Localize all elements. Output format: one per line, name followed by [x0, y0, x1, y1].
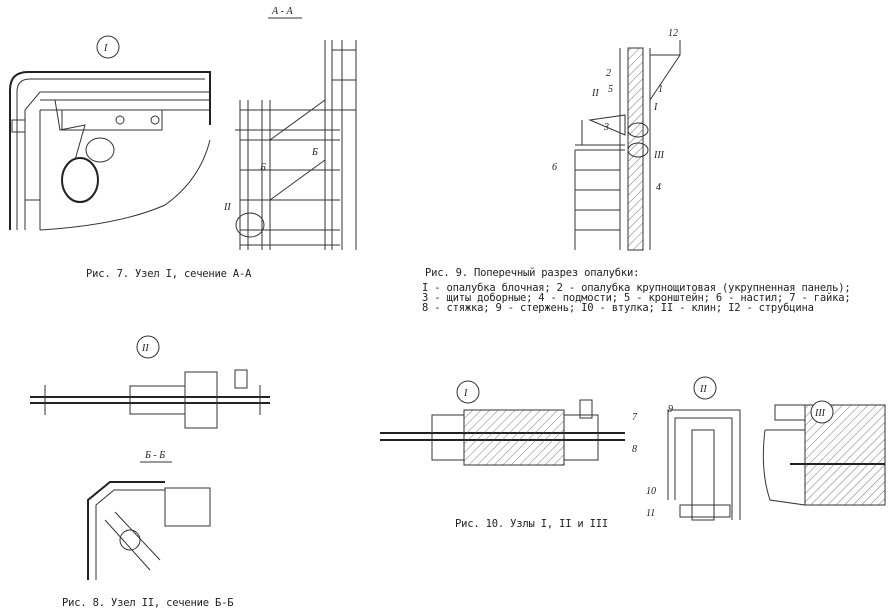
label-11: 11 [646, 508, 655, 519]
label-2: 2 [606, 68, 611, 79]
fig7-section-aa: А - А Б Б II [223, 6, 357, 250]
section-title: А - А [271, 6, 293, 17]
label-10: 10 [646, 486, 656, 497]
label-II: II [591, 88, 599, 99]
node-callout-ellipse [235, 212, 265, 238]
fig9-legend: I - опалубка блочная; 2 - опалубка крупн… [422, 282, 851, 314]
fig9-cross-section: 12 2 1 5 II I 3 III 6 4 [552, 28, 681, 251]
fig9-caption-title: Рис. 9. Поперечный разрез опалубки: [425, 267, 640, 279]
fig10-nodes: I 7 8 II 9 10 11 III [380, 376, 886, 521]
cut-mark-right: Б [311, 147, 318, 158]
label-1: 1 [658, 84, 663, 95]
fig7-node-detail: I [9, 35, 211, 231]
legend-line: 3 - щиты доборные; 4 - подмости; 5 - кро… [422, 292, 851, 304]
label-5: 5 [608, 84, 613, 95]
node3-label: III [814, 408, 826, 419]
legend-line: I - опалубка блочная; 2 - опалубка крупн… [422, 282, 851, 294]
label-I: I [653, 102, 658, 113]
node2-label: II [699, 384, 707, 395]
label-3: 3 [603, 122, 609, 133]
node2-label: II [223, 202, 231, 213]
label-6: 6 [552, 162, 557, 173]
label-8: 8 [632, 444, 637, 455]
label-7: 7 [632, 412, 638, 423]
node1-label: I [463, 388, 468, 399]
fig8-caption: Рис. 8. Узел II, сечение Б-Б [62, 597, 234, 609]
fig10-caption: Рис. 10. Узлы I, II и III [455, 518, 609, 530]
label-4: 4 [656, 182, 661, 193]
fig8-node-detail: II Б - Б [30, 335, 270, 580]
fig7-caption: Рис. 7. Узел I, сечение А-А [86, 268, 252, 280]
label-III: III [653, 150, 665, 161]
cut-mark-left: Б [259, 162, 266, 173]
node-label: II [141, 343, 149, 354]
label-9: 9 [668, 404, 673, 415]
legend-line: 8 - стяжка; 9 - стержень; I0 - втулка; I… [422, 302, 814, 314]
node-callout-circle [96, 35, 120, 59]
section-title: Б - Б [144, 450, 165, 461]
label-12: 12 [668, 28, 678, 39]
node3-callout-circle [810, 400, 834, 424]
node-label: I [103, 43, 108, 54]
